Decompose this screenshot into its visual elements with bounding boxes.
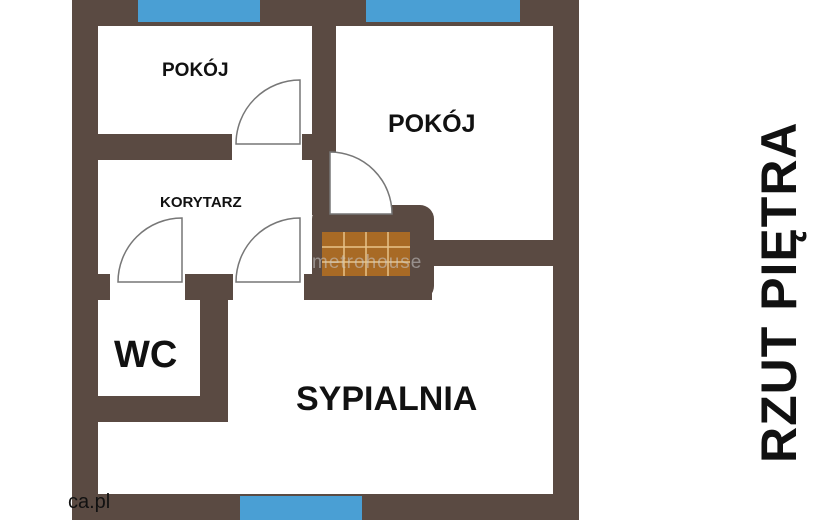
window-bottom bbox=[240, 496, 362, 520]
room-label-bedroom: SYPIALNIA bbox=[296, 380, 478, 418]
door-corridor-left bbox=[117, 217, 183, 283]
wall-room-corridor bbox=[72, 134, 232, 160]
windows bbox=[138, 0, 520, 520]
stairs bbox=[322, 232, 410, 276]
wall-wc-bottom bbox=[72, 396, 228, 422]
room-label-small-room: POKÓJ bbox=[162, 60, 229, 81]
room-label-corridor: KORYTARZ bbox=[160, 194, 242, 211]
wall-corridor-bottom-left bbox=[72, 274, 110, 300]
door-corridor-right bbox=[235, 217, 301, 283]
window-top-left bbox=[138, 0, 260, 22]
door-large-room bbox=[329, 151, 393, 215]
window-top-right bbox=[366, 0, 520, 22]
wall-corridor-bottom-right bbox=[304, 274, 432, 300]
room-label-large-room: POKÓJ bbox=[388, 110, 476, 138]
corner-text: ca.pl bbox=[68, 491, 111, 513]
plan-title: RZUT PIĘTRA bbox=[751, 121, 807, 463]
doors bbox=[117, 79, 393, 283]
wall-large-room-bottom bbox=[420, 240, 565, 266]
room-label-wc: WC bbox=[114, 334, 178, 376]
door-small-room bbox=[235, 79, 301, 145]
outer-wall-left bbox=[72, 0, 98, 520]
watermark-text: metrohouse bbox=[312, 252, 423, 273]
